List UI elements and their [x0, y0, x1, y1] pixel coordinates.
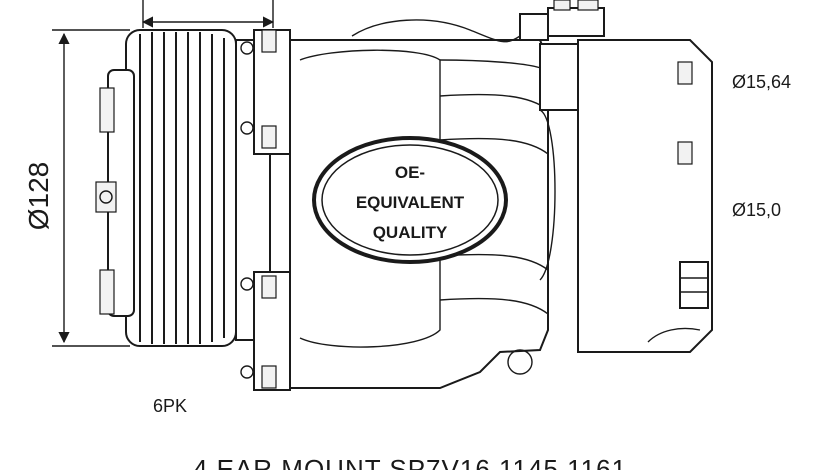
caption: 4 EAR MOUNT SP7V16 1145 1161 — [193, 454, 627, 470]
diameter-label: Ø128 — [23, 162, 54, 231]
badge-line-3: QUALITY — [373, 223, 448, 242]
pulley — [95, 29, 237, 347]
pulley-spec-label: 6PK — [153, 396, 187, 416]
wiring-harness — [351, 0, 605, 111]
top-extension-lines — [141, 0, 275, 28]
oe-badge: OE- EQUIVALENT QUALITY — [312, 136, 508, 264]
diameter-dimension: Ø128 — [23, 29, 130, 347]
port-upper-label: Ø15,64 — [732, 72, 791, 92]
badge-line-1: OE- — [395, 163, 425, 182]
rear-head — [577, 39, 713, 353]
port-lower-label: Ø15,0 — [732, 200, 781, 220]
badge-line-2: EQUIVALENT — [356, 193, 465, 212]
front-housing — [235, 29, 291, 391]
